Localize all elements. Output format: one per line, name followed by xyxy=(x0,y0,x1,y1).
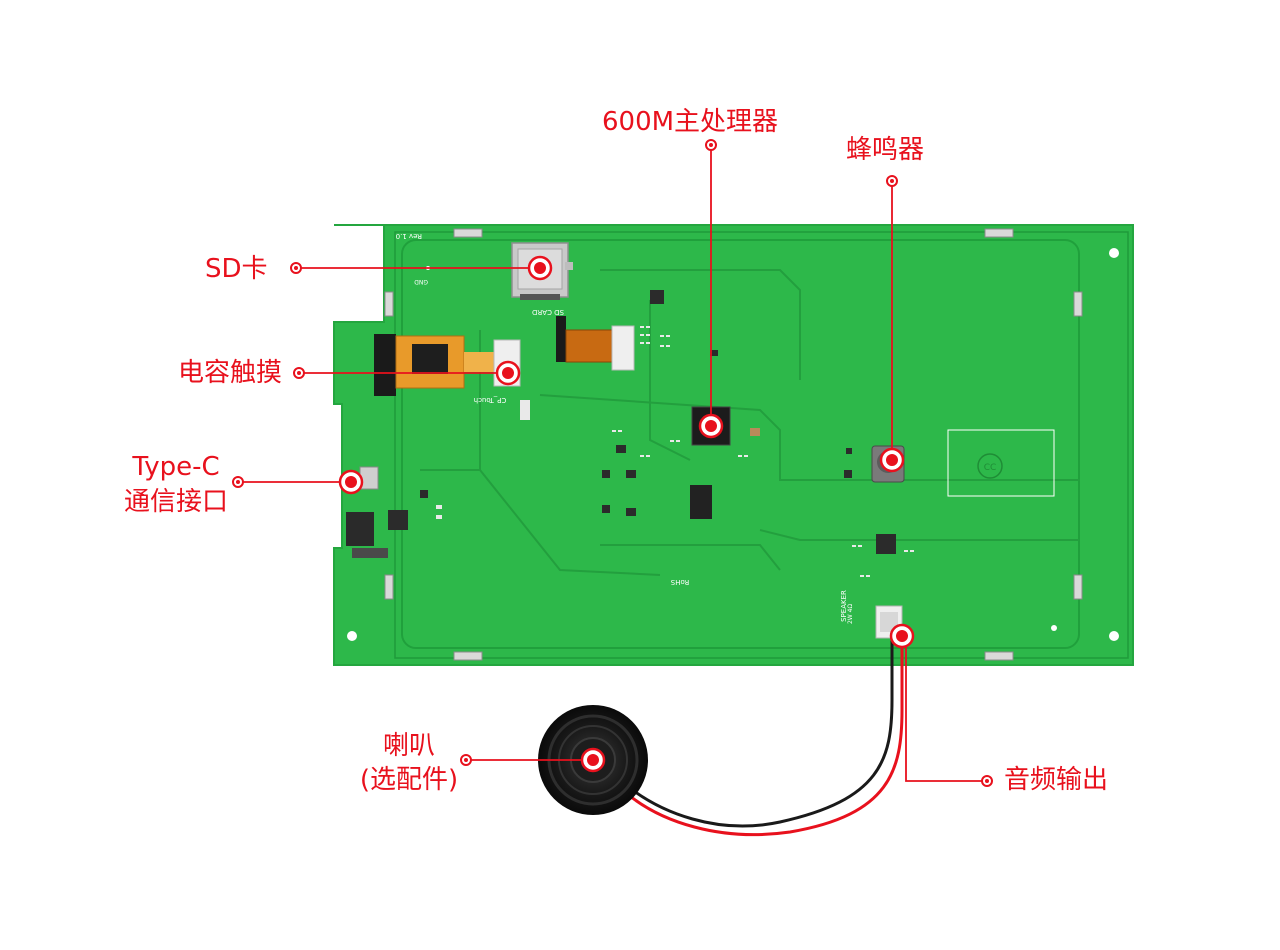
pcb-inner-trace-frame xyxy=(401,239,1080,649)
marker-buzzer xyxy=(879,447,905,473)
label-sd-card: SD卡 xyxy=(205,254,268,284)
silk-rev: Rev 1.0 xyxy=(396,232,422,240)
silk-sd-card: SD CARD xyxy=(532,308,564,316)
lcd-flex-cable xyxy=(556,316,635,371)
smd-components xyxy=(346,290,896,558)
dot-speaker xyxy=(460,754,472,766)
marker-sd xyxy=(527,255,553,281)
silk-cc: CC xyxy=(984,463,997,473)
dot-cpu xyxy=(705,139,717,151)
pcb-board xyxy=(333,224,1134,666)
marker-speaker xyxy=(580,747,606,773)
marker-cpu xyxy=(698,413,724,439)
speaker-wire-red xyxy=(624,640,904,837)
label-buzzer: 蜂鸣器 xyxy=(846,135,925,165)
label-typec-line1: Type-C xyxy=(132,452,220,482)
label-audio-output: 音频输出 xyxy=(1004,765,1109,795)
dot-audio xyxy=(981,775,993,787)
dot-sd xyxy=(290,262,302,274)
silk-gnd: GND xyxy=(414,278,428,285)
cc-marking-box xyxy=(947,429,1055,497)
cc-mark-circle xyxy=(977,453,1003,479)
marker-audio xyxy=(889,623,915,649)
marker-typec xyxy=(338,469,364,495)
silk-speaker-spec: 2W 4Ω xyxy=(847,604,854,624)
silk-rohs: RoHS xyxy=(670,578,689,586)
board-clips xyxy=(384,228,1083,661)
label-capacitive-touch: 电容触摸 xyxy=(178,358,283,388)
label-speaker-line2: (选配件) xyxy=(359,765,459,795)
touch-flex-cable xyxy=(374,334,521,396)
silk-cp-touch: CP_Touch xyxy=(474,396,507,404)
solder-pads xyxy=(436,326,914,577)
target-markers xyxy=(338,255,915,773)
silk-speaker: SPEAKER xyxy=(840,590,848,622)
label-cpu: 600M主处理器 xyxy=(602,107,779,137)
label-speaker-line1: 喇叭 xyxy=(382,731,435,761)
dot-touch xyxy=(293,367,305,379)
dot-buzzer xyxy=(886,175,898,187)
speaker-wire-black xyxy=(619,640,894,828)
marker-touch xyxy=(495,360,521,386)
label-typec-line2: 通信接口 xyxy=(123,487,228,517)
dot-typec xyxy=(232,476,244,488)
label-dots xyxy=(232,139,993,787)
